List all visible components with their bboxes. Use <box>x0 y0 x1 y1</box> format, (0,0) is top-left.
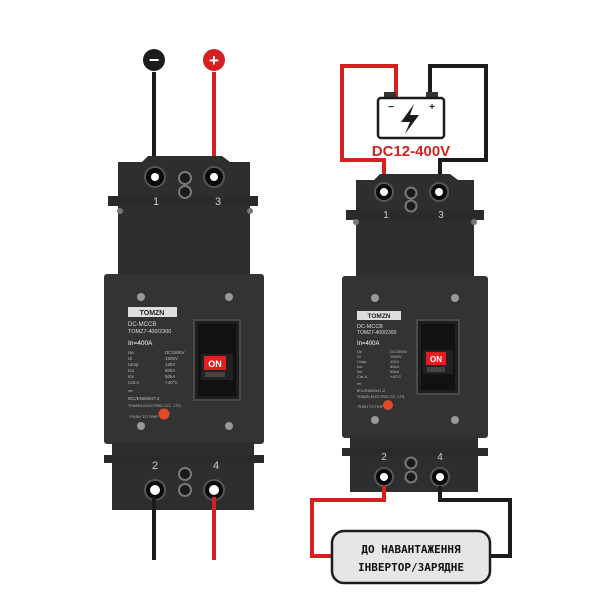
right-spec-value: 12kV <box>390 359 399 364</box>
right-spec-value: +40°C <box>390 374 401 379</box>
right-maker: TOMZN ELECTRIC CO., LTD. <box>357 395 405 399</box>
right-spec-label: Ics <box>357 369 362 374</box>
left-terminal-number-3: 3 <box>215 196 221 208</box>
right-rating: In=400A <box>357 341 380 347</box>
right-spec-table: Ue DC1500V Ui 1500V Uimp 12kV Icu 50kA I… <box>357 349 408 379</box>
left-terminal-number-2: 2 <box>152 460 158 472</box>
right-breaker: 1 3 TOMZN DC-MCCB TOMZ7-400/2300 In=400A… <box>342 174 488 492</box>
right-body-screw <box>371 416 379 424</box>
right-breaker-body <box>342 276 488 438</box>
left-spec-value: +40°C <box>165 380 178 385</box>
right-push-to-trip-label: PUSH TO TRIP <box>358 405 384 409</box>
left-spec-label: Cat.A <box>128 380 139 385</box>
battery-terminal-minus <box>384 92 396 98</box>
lightning-icon <box>401 104 419 134</box>
left-spec-value: 12kV <box>165 362 175 367</box>
left-switch-label: ON <box>208 359 222 369</box>
right-standard: IEC/EN60947-2 <box>357 388 386 393</box>
right-spec-value: DC1500V <box>390 349 408 354</box>
positive-polarity-icon <box>203 49 225 71</box>
right-body-screw <box>371 294 379 302</box>
left-spec-value: 1500V <box>165 356 178 361</box>
left-mount-screw-tl <box>117 208 123 214</box>
battery-plus-label: + <box>429 102 435 113</box>
left-spec-label: Icu <box>128 368 135 373</box>
right-brand-plate <box>357 311 401 320</box>
left-push-to-trip-button[interactable] <box>158 408 170 420</box>
negative-polarity-label: − <box>149 50 160 70</box>
left-model-line2: TOMZ7-400/2300 <box>128 329 171 335</box>
left-spec-table: Ue DC1500V Ui 1500V Uimp 12kV Icu 50kA I… <box>128 350 185 385</box>
left-mount-screw-tr <box>247 208 253 214</box>
left-maker: TOMZN ELECTRIC CO., LTD. <box>128 403 182 408</box>
left-spec-label: Ue <box>128 350 134 355</box>
right-brand: TOMZN <box>368 313 391 320</box>
left-push-to-trip-label: PUSH TO TRIP <box>130 414 158 419</box>
right-terminal-number-3: 3 <box>438 210 444 221</box>
right-spec-label: Ui <box>357 354 361 359</box>
left-spec-label: Ui <box>128 356 132 361</box>
right-spec-label: Icu <box>357 364 362 369</box>
left-rating: In=400A <box>128 340 153 347</box>
right-spec-label: Cat.A <box>357 374 367 379</box>
left-terminal-screw-top <box>178 171 192 185</box>
left-spec-label: Uimp <box>128 362 139 367</box>
right-push-to-trip-button[interactable] <box>383 400 393 410</box>
left-spec-value: 50kA <box>165 368 175 373</box>
battery-positive-wire <box>340 64 398 182</box>
right-dc-symbol-icon: ⎓ <box>357 382 362 388</box>
right-mount-screw-tr <box>471 219 477 225</box>
left-brand: TOMZN <box>140 310 165 317</box>
load-negative-wire <box>438 486 512 558</box>
load-label-line2: ІНВЕРТОР/ЗАРЯДНЕ <box>358 561 464 574</box>
left-terminal-number-4: 4 <box>213 460 219 472</box>
right-body-screw <box>451 294 459 302</box>
left-body-screw <box>137 293 145 301</box>
load-label-box <box>330 529 492 585</box>
load-label-line1: ДО НАВАНТАЖЕННЯ <box>361 543 461 556</box>
left-body-screw <box>225 422 233 430</box>
right-spec-label: Uimp <box>357 359 367 364</box>
right-spec-value: 50kA <box>390 369 399 374</box>
left-breaker: 1 3 TOMZN DC-MCCB TOMZ7-400/2300 In=400A… <box>104 156 264 510</box>
battery-voltage-label: DC12-400V <box>372 143 450 160</box>
battery-terminal-plus <box>426 92 438 98</box>
right-switch-label: ON <box>430 355 442 364</box>
left-spec-label: Ics <box>128 374 135 379</box>
positive-polarity-label: + <box>209 51 219 70</box>
right-terminal-screw-top <box>404 186 418 200</box>
left-dc-symbol-icon: ⎓ <box>128 389 133 395</box>
left-model-line1: DC-MCCB <box>128 322 156 328</box>
right-mount-screw-tl <box>353 219 359 225</box>
left-spec-value: DC1500V <box>165 350 185 355</box>
left-spec-value: 50kA <box>165 374 175 379</box>
right-terminal-number-4: 4 <box>437 452 443 463</box>
left-body-screw <box>137 422 145 430</box>
right-terminal-number-1: 1 <box>383 210 389 221</box>
right-body-screw <box>451 416 459 424</box>
right-model-line2: TOMZ7-400/2300 <box>357 330 397 336</box>
load-positive-wire <box>310 486 386 558</box>
battery-negative-wire <box>428 64 488 182</box>
right-spec-value: 1500V <box>390 354 402 359</box>
battery: − + <box>376 92 446 140</box>
left-brand-plate <box>128 307 177 317</box>
right-spec-label: Ue <box>357 349 363 354</box>
battery-minus-label: − <box>388 102 394 113</box>
right-spec-value: 50kA <box>390 364 399 369</box>
right-model-line1: DC-MCCB <box>357 324 383 330</box>
negative-polarity-icon <box>143 49 165 71</box>
left-standard: IEC/EN60947-2 <box>128 396 160 401</box>
left-terminal-number-1: 1 <box>153 196 159 208</box>
left-body-screw <box>225 293 233 301</box>
right-terminal-number-2: 2 <box>381 452 387 463</box>
